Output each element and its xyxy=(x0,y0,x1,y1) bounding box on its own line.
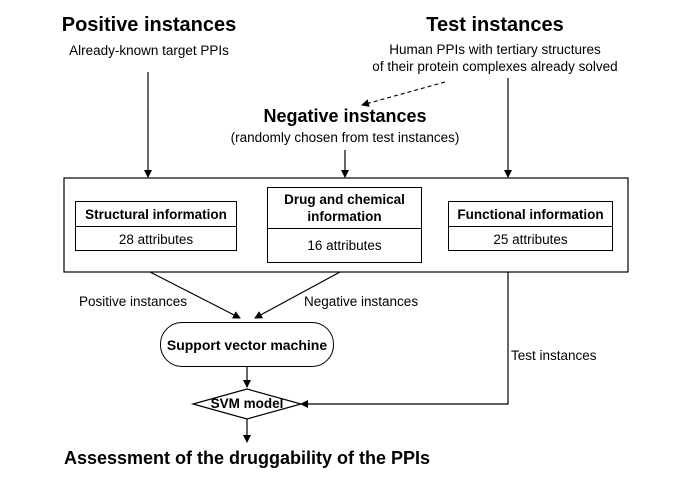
structural-info-value: 28 attributes xyxy=(118,231,194,247)
functional-info-value: 25 attributes xyxy=(493,231,568,247)
test-instances-title: Test instances xyxy=(426,14,564,36)
arrow-negative-to-svm xyxy=(254,271,341,319)
test-instances-line2: of their protein complexes already solve… xyxy=(372,59,618,74)
arrow-test-to-negative-dashed xyxy=(361,81,446,107)
positive-instances-title: Positive instances xyxy=(61,14,237,36)
edge-label-test: Test instances xyxy=(511,348,597,363)
drug-chemical-title-line1: Drug and chemical xyxy=(284,192,405,207)
functional-info-box: Functional information 25 attributes xyxy=(448,201,613,251)
edge-label-positive: Positive instances xyxy=(79,294,188,309)
structural-info-title: Structural information xyxy=(76,202,236,227)
features-container xyxy=(63,177,629,273)
functional-info-title: Functional information xyxy=(449,202,612,227)
druggability-assessment-title: Assessment of the druggability of the PP… xyxy=(63,448,431,468)
positive-instances-subtitle: Already-known target PPIs xyxy=(69,43,229,58)
structural-info-box: Structural information 28 attributes xyxy=(75,201,237,251)
negative-instances-title: Negative instances xyxy=(263,106,427,126)
edge-label-negative: Negative instances xyxy=(304,294,419,309)
negative-instances-subtitle: (randomly chosen from test instances) xyxy=(230,130,460,145)
test-instances-line1: Human PPIs with tertiary structures xyxy=(389,42,601,57)
arrow-positive-to-svm xyxy=(149,271,241,319)
drug-chemical-info-box: Drug and chemical information 16 attribu… xyxy=(267,187,422,263)
drug-chemical-title-line2: information xyxy=(307,209,382,224)
support-vector-machine-node: Support vector machine xyxy=(160,322,334,367)
svm-model-label: SVM model xyxy=(210,396,284,411)
arrow-test-to-model xyxy=(300,272,509,408)
drug-chemical-info-title: Drug and chemical information xyxy=(268,188,421,229)
drug-chemical-info-value: 16 attributes xyxy=(307,238,382,253)
